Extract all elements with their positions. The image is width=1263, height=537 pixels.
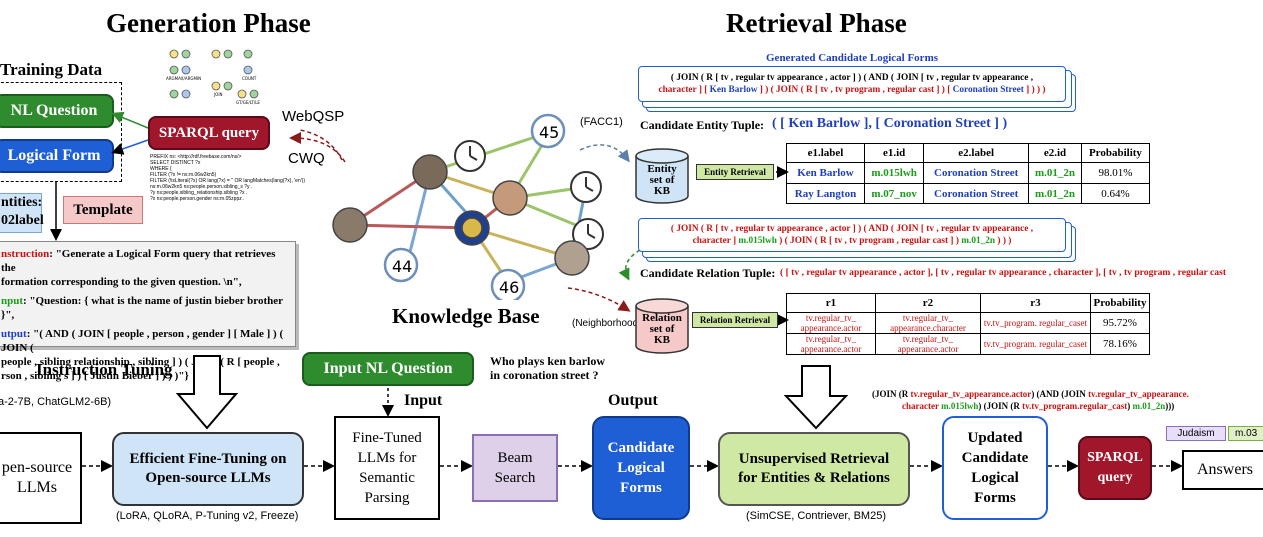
instruction-panel: nstruction: "Generate a Logical Form que…	[0, 241, 296, 382]
answer-tag-id: m.03	[1228, 426, 1263, 441]
clock-icon	[454, 140, 604, 250]
relation-retrieval-box: Relation Retrieval	[692, 312, 778, 328]
entity-table: e1.label e1.id e2.label e2.id Probabilit…	[786, 143, 1151, 204]
kb-node-45: 45	[539, 123, 559, 142]
unsupervised-sub: (SimCSE, Contriever, BM25)	[746, 510, 886, 522]
input-label: Input	[404, 392, 443, 409]
answer-tag-judaism: Judaism	[1166, 426, 1226, 441]
table-row: Ken Barlow m.015lwh Coronation Street m.…	[786, 162, 1151, 184]
facc1-label: (FACC1)	[580, 116, 623, 128]
relation-table: r1 r2 r3 Probability tv.regular_tv_ appe…	[786, 293, 1150, 355]
models-label: a-2-7B, ChatGLM2-6B)	[0, 396, 112, 408]
training-data-frame	[0, 82, 122, 182]
neighborhood-label: (Neighborhood)	[572, 318, 642, 329]
knowledge-graph: 45 44 46	[332, 113, 604, 300]
instruction-tuning-arrow	[176, 355, 238, 430]
entity-header-e1id: e1.id	[863, 143, 925, 163]
sparql-code: PREFIX ns: <http://rdf.freebase.com/ns/>…	[150, 154, 306, 202]
tree-label-argmax: ARGMAX/ARGMIN	[166, 76, 201, 81]
lf-stack-front-2: ( JOIN ( R [ tv , regular tv appearance …	[638, 218, 1066, 252]
answers-box: Answers	[1182, 450, 1263, 490]
entity-tuple-label: Candidate Entity Tuple:	[640, 118, 765, 132]
cwq-label: CWQ	[288, 150, 325, 167]
webqsp-label: WebQSP	[282, 108, 345, 125]
output-label: Output	[608, 392, 658, 409]
logical-form-tree-icon: ARGMAX/ARGMIN COUNT JOIN GT/GE/LT/LE	[166, 49, 260, 105]
table-row: tv.regular_tv_ appearance.actor tv.regul…	[786, 312, 1150, 334]
knowledge-base-title: Knowledge Base	[392, 304, 540, 328]
entity-header-e2id: e2.id	[1028, 143, 1082, 163]
final-logical-form: (JOIN (R tv.regular_tv_appearance.actor)…	[872, 389, 1189, 411]
generation-phase-title: Generation Phase	[106, 8, 311, 38]
person-node-icon	[332, 154, 590, 276]
entity-tuple-value: ( [ Ken Barlow ], [ Coronation Street ] …	[772, 116, 1008, 131]
template-box: Template	[63, 196, 143, 224]
relation-header-prob: Probability	[1090, 293, 1150, 313]
kb-node-44: 44	[392, 257, 412, 276]
relation-set-cylinder	[635, 298, 689, 354]
logical-form-box: Logical Form	[0, 139, 114, 173]
tree-label-gt: GT/GE/LT/LE	[236, 100, 260, 105]
lf-stack-front-1: ( JOIN ( R [ tv , regular tv appearance …	[638, 66, 1066, 102]
relation-header-r1: r1	[786, 293, 876, 313]
tree-label-count: COUNT	[242, 76, 257, 81]
input-nl-question-box: Input NL Question	[302, 352, 474, 386]
relation-header-r2: r2	[875, 293, 981, 313]
retrieval-arrow	[784, 365, 848, 430]
efficient-sub: (LoRA, QLoRA, P-Tuning v2, Freeze)	[116, 510, 299, 522]
kb-node-46: 46	[499, 278, 519, 297]
table-row: Ray Langton m.07_nov Coronation Street m…	[786, 183, 1151, 204]
relation-header-r3: r3	[980, 293, 1091, 313]
entity-header-e1label: e1.label	[786, 143, 865, 163]
relation-tuple-label: Candidate Relation Tuple:	[640, 266, 776, 280]
tree-label-join: JOIN	[213, 92, 223, 97]
entity-header-prob: Probability	[1080, 143, 1151, 163]
instruction-tuning-label: Instruction Tuning	[36, 360, 173, 379]
entity-header-e2label: e2.label	[923, 143, 1030, 163]
entity-retrieval-box: Entity Retrieval	[696, 164, 774, 180]
entities-box: ntities: 02label	[0, 193, 44, 233]
question-text: Who plays ken barlow in coronation stree…	[490, 354, 606, 382]
relation-tuple-value: ( [ tv , regular tv appearance , actor ]…	[780, 267, 1227, 278]
generated-lf-title: Generated Candidate Logical Forms	[766, 52, 939, 64]
entity-set-cylinder	[635, 148, 689, 204]
sparql-query-box: SPARQL query	[148, 116, 270, 150]
retrieval-phase-title: Retrieval Phase	[726, 8, 907, 38]
training-data-label: Training Data	[0, 60, 103, 79]
nl-question-box: NL Question	[0, 94, 114, 128]
table-row: tv.regular_tv_ appearance.actor tv.regul…	[786, 333, 1150, 355]
